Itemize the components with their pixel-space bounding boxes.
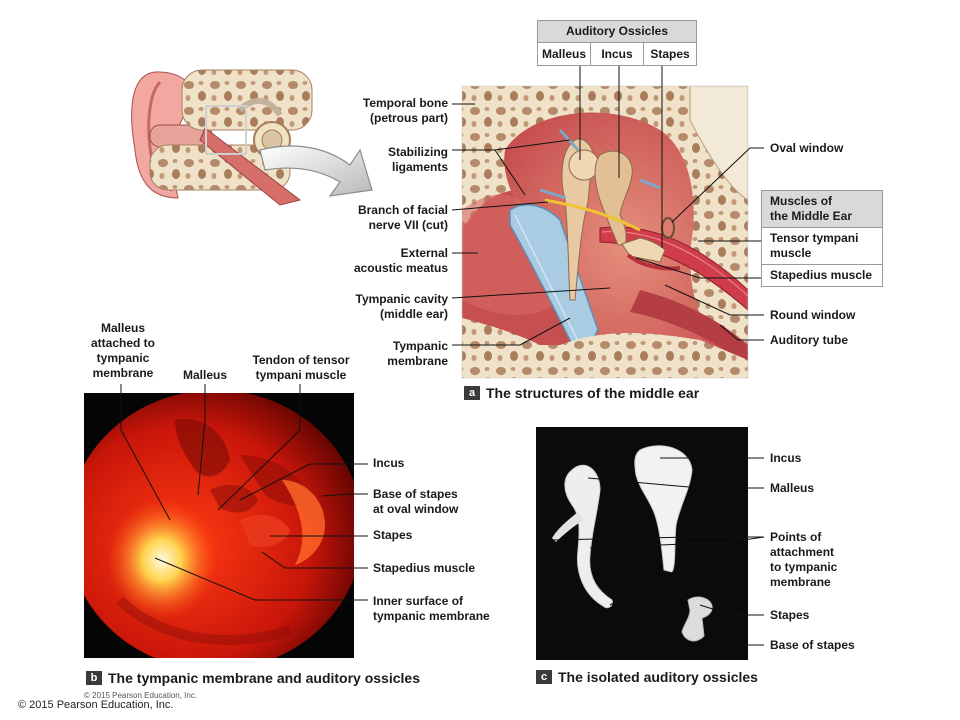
panel-a-caption-text: The structures of the middle ear (486, 385, 700, 401)
label-stapedius-b: Stapedius muscle (373, 561, 476, 575)
ossicles-table-title: Auditory Ossicles (538, 21, 696, 42)
panel-a-caption: a The structures of the middle ear (464, 385, 699, 401)
label-malleus-b: Malleus (182, 368, 227, 382)
panel-c-caption: c The isolated auditory ossicles (536, 669, 758, 685)
panel-c-photo (536, 427, 748, 660)
label-malleus-attached: Malleus attached to tympanic membrane (90, 321, 155, 380)
panel-a-illustration (461, 85, 749, 379)
label-round-window: Round window (770, 308, 856, 322)
middle-ear-muscles-table: Muscles of the Middle Ear Tensor tympani… (761, 190, 883, 287)
label-tympanic-membrane: Tympanic membrane (387, 339, 448, 368)
muscles-table-title: Muscles of the Middle Ear (762, 191, 882, 227)
zoom-arrow (259, 145, 373, 197)
auditory-ossicles-table: Auditory Ossicles Malleus Incus Stapes (537, 20, 697, 66)
label-facial-nerve: Branch of facial nerve VII (cut) (357, 203, 448, 232)
panel-c-caption-text: The isolated auditory ossicles (558, 669, 758, 685)
ossicles-col-stapes: Stapes (643, 43, 696, 65)
label-oval-window: Oval window (770, 141, 844, 155)
label-stapes-c: Stapes (770, 608, 810, 622)
leader-lines (120, 64, 765, 646)
panel-c-letter: c (536, 670, 552, 684)
label-tendon-tensor-tympani: Tendon of tensor tympani muscle (252, 353, 350, 382)
label-stapes-b: Stapes (373, 528, 413, 542)
label-inner-surface-tm: Inner surface of tympanic membrane (373, 594, 490, 623)
label-stabilizing-ligaments: Stabilizing ligaments (388, 145, 448, 174)
panel-b-caption: b The tympanic membrane and auditory oss… (86, 670, 420, 686)
ossicles-col-malleus: Malleus (541, 47, 586, 61)
label-incus-b: Incus (373, 456, 405, 470)
label-tympanic-cavity: Tympanic cavity (middle ear) (355, 292, 448, 321)
label-base-stapes-oval: Base of stapes at oval window (373, 487, 459, 516)
copyright-large: © 2015 Pearson Education, Inc. (18, 699, 174, 711)
ossicles-col-incus: Incus (590, 43, 643, 65)
panel-b-photo (84, 393, 354, 658)
label-auditory-tube: Auditory tube (770, 333, 848, 347)
label-incus-c: Incus (770, 451, 802, 465)
label-points-attachment: Points of attachment to tympanic membran… (770, 530, 838, 589)
copyright-small: © 2015 Pearson Education, Inc. (84, 691, 198, 700)
label-malleus-c: Malleus (770, 481, 815, 495)
panel-a-letter: a (464, 386, 480, 400)
panel-b-caption-text: The tympanic membrane and auditory ossic… (108, 670, 420, 686)
ear-inset (131, 69, 313, 206)
label-external-acoustic-meatus: External acoustic meatus (353, 246, 448, 275)
panel-b-letter: b (86, 671, 102, 685)
muscles-row-stapedius: Stapedius muscle (762, 264, 882, 286)
label-temporal-bone: Temporal bone (petrous part) (362, 96, 448, 125)
muscles-row-tensor-tympani: Tensor tympani muscle (762, 227, 882, 264)
label-base-stapes-c: Base of stapes (770, 638, 855, 652)
